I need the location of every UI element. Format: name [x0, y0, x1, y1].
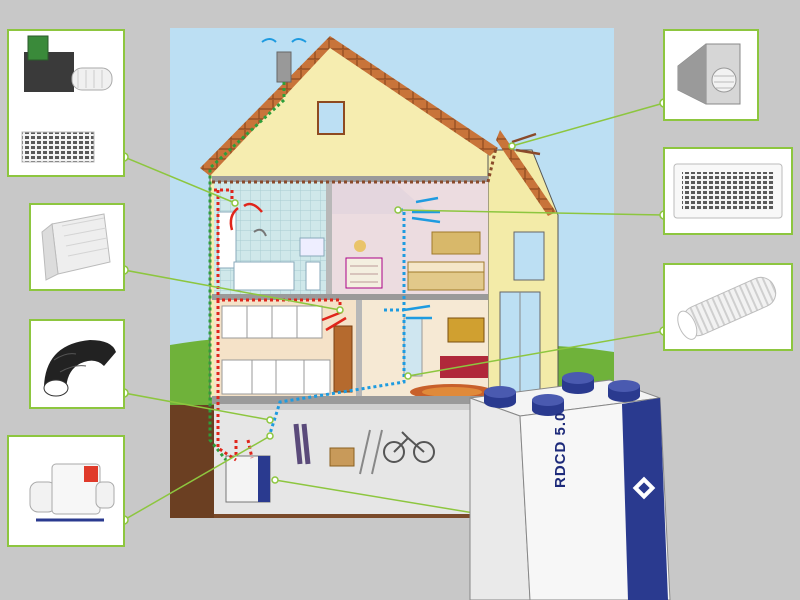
callout-semi-rigid-duct [663, 263, 793, 351]
callout-condensate-pump [7, 435, 125, 547]
unit-model-label: RDCD 5.0 [552, 411, 569, 488]
callout-roof-outlet [663, 29, 759, 121]
roof-outlet-icon [677, 43, 741, 105]
supply-grille-icon [673, 163, 783, 219]
basement-items [293, 423, 435, 475]
semi-rigid-duct-icon [677, 276, 777, 340]
extract-duct [214, 188, 342, 462]
unit-logo-icon [632, 476, 656, 500]
unit-spigots [484, 372, 640, 416]
acoustic-filter-icon [41, 213, 111, 281]
callout-insulated-flexible-duct [29, 319, 125, 409]
callout-supply-grille [663, 147, 793, 235]
chimney-vent-arrows-icon [261, 38, 307, 43]
callout-acoustic-filter [29, 203, 125, 291]
condensate-pump-icon [29, 463, 115, 522]
exhaust-duct [212, 147, 498, 184]
fresh-air-duct [208, 82, 286, 461]
insulated-flexible-duct-icon [43, 340, 116, 397]
callout-extract-valve-and-grille [7, 29, 125, 177]
duct-connector-and-grille-icon [21, 35, 113, 163]
heat-recovery-unit [469, 372, 671, 600]
